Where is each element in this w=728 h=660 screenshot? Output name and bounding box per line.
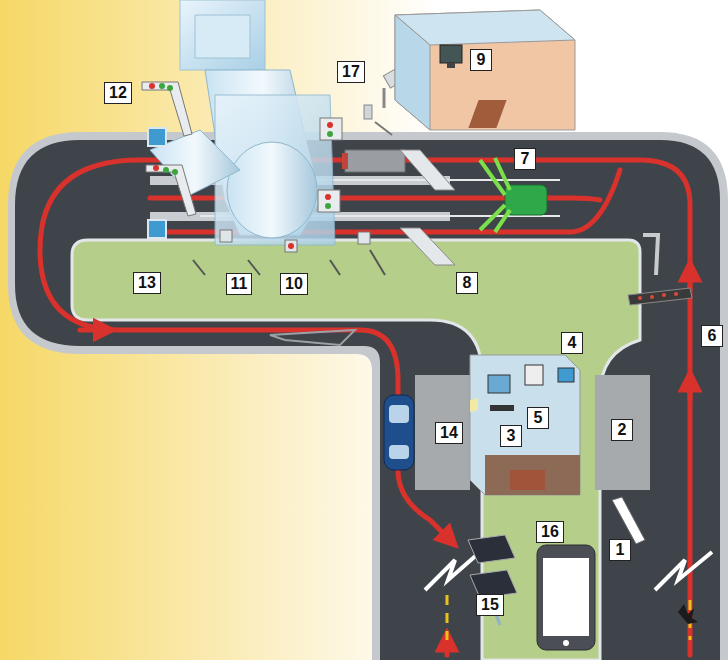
callout-number: 4	[561, 332, 583, 354]
callout-number: 2	[611, 419, 633, 441]
ground-pad	[595, 375, 650, 490]
smartphone	[537, 545, 595, 650]
barrier	[612, 497, 645, 544]
control-tower	[150, 0, 335, 245]
solar-panels	[468, 535, 517, 625]
traffic-flow	[40, 160, 690, 655]
callout-number: 14	[435, 422, 463, 444]
callout-number: 9	[470, 49, 492, 71]
ground-pad	[415, 375, 470, 490]
green-island	[72, 240, 640, 660]
callout-number: 3	[500, 425, 522, 447]
road-edge	[8, 132, 728, 660]
road	[15, 140, 720, 660]
booths	[142, 82, 385, 275]
gantry	[628, 235, 692, 305]
office-building	[395, 10, 575, 130]
scanner	[342, 150, 455, 265]
car	[384, 395, 414, 470]
callout-number: 1	[609, 539, 631, 561]
callout-number: 5	[527, 407, 549, 429]
callout-number: 8	[456, 272, 478, 294]
callout-number: 15	[476, 594, 504, 616]
callout-number: 11	[226, 273, 253, 295]
callout-number: 10	[280, 273, 308, 295]
callout-number: 17	[337, 61, 365, 83]
callout-number: 6	[701, 325, 723, 347]
callout-number: 16	[536, 521, 564, 543]
callout-number: 13	[133, 272, 161, 294]
callout-number: 12	[104, 82, 132, 104]
control-building	[470, 355, 580, 495]
callout-number: 7	[514, 148, 536, 170]
